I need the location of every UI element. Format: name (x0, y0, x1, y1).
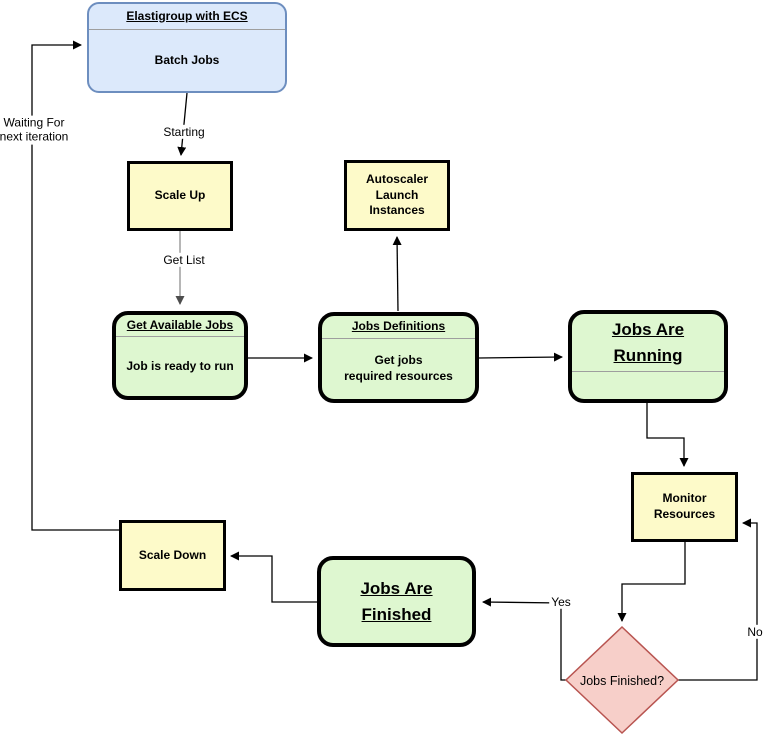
edge-jobsdefinitions-to-jobsarerunning (478, 352, 563, 362)
edge-jobsarefinished-to-scaledown (230, 551, 317, 603)
decision-diamond-shape (564, 625, 680, 735)
edge-monitorresources-to-decision (617, 542, 686, 622)
node-scale-down: Scale Down (119, 520, 226, 591)
node-title: Jobs Are Running (611, 320, 685, 365)
divider (572, 371, 724, 372)
divider (322, 338, 475, 339)
node-autoscaler-launch-instances: Autoscaler Launch Instances (344, 160, 450, 231)
node-elastigroup-with-ecs: Elastigroup with ECS Batch Jobs (87, 2, 287, 93)
node-title: Get Available Jobs (126, 317, 234, 332)
node-label: Autoscaler Launch Instances (365, 172, 429, 218)
edge-label-yes: Yes (549, 594, 573, 610)
edge-decision-no-to-monitorresources (678, 518, 758, 681)
edge-jobsdefinitions-to-autoscaler (392, 236, 402, 312)
node-title: Elastigroup with ECS (126, 8, 248, 23)
node-body (572, 372, 724, 399)
edge-decision-yes-to-jobsarefinished (482, 597, 566, 681)
node-monitor-resources: Monitor Resources (631, 472, 738, 542)
node-title: Jobs Definitions (351, 319, 446, 334)
divider (89, 29, 285, 30)
divider (116, 336, 244, 337)
edge-label-no: No (745, 624, 765, 640)
edge-label-get-list: Get List (161, 252, 207, 268)
edge-jobsarerunning-to-monitorresources (646, 403, 689, 467)
edge-batchjobs-to-scaleup (177, 92, 188, 156)
node-body: Batch Jobs (154, 52, 220, 67)
node-label: Scale Up (154, 188, 206, 203)
edge-label-waiting-for-next-iteration: Waiting For next iteration (0, 115, 71, 145)
node-label: Scale Down (138, 547, 207, 562)
edge-scaledown-to-elastigroup-waiting (31, 40, 119, 531)
node-jobs-finished-decision-label: Jobs Finished? (579, 674, 665, 688)
node-jobs-definitions: Jobs Definitions Get jobs required resou… (318, 312, 479, 403)
node-label: Monitor Resources (653, 491, 716, 521)
node-body: Job is ready to run (126, 358, 234, 373)
node-title: Jobs Are Finished (360, 579, 433, 624)
edge-label-starting: Starting (161, 124, 207, 140)
node-scale-up: Scale Up (127, 161, 233, 231)
node-body: Get jobs required resources (344, 353, 453, 383)
node-get-available-jobs: Get Available Jobs Job is ready to run (112, 311, 248, 400)
node-jobs-are-running: Jobs Are Running (568, 310, 728, 403)
node-jobs-are-finished: Jobs Are Finished (317, 556, 476, 647)
